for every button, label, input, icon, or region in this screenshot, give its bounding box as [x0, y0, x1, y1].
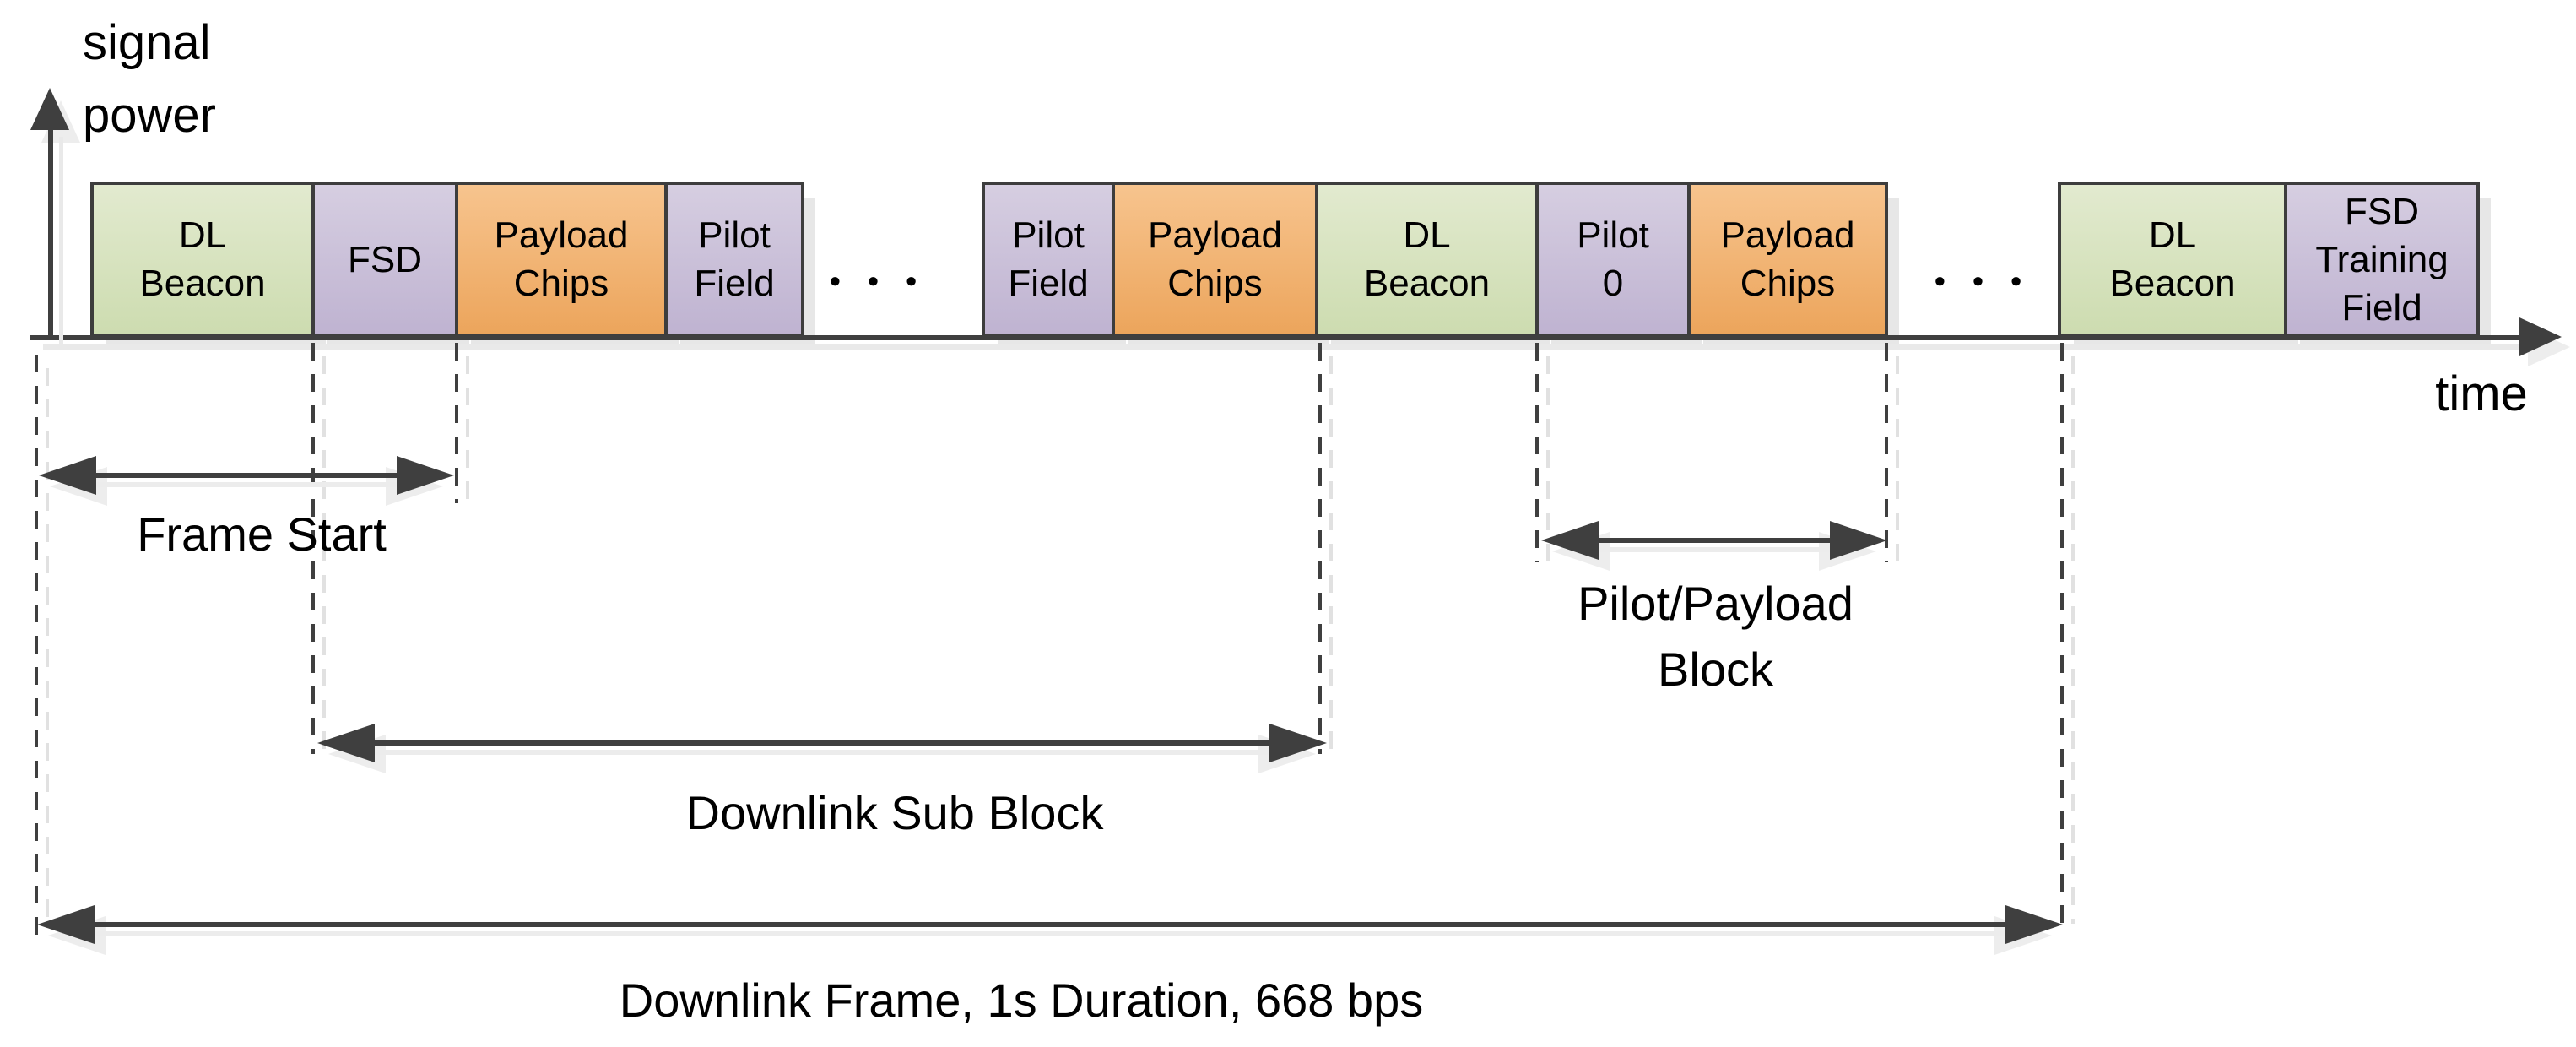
segment-dl-beacon-2: DL Beacon — [1315, 182, 1539, 337]
arrow-line — [86, 473, 407, 478]
time-axis-arrowhead-icon — [2519, 317, 2562, 356]
downlink-frame-label: Downlink Frame, 1s Duration, 668 bps — [619, 974, 1424, 1027]
guide-pilot-payload-end — [1885, 343, 1899, 567]
segment-dl-beacon-1: DL Beacon — [90, 182, 315, 337]
guide-sub-block-end — [1318, 343, 1333, 754]
guide-fsd-end — [455, 343, 469, 511]
arrowhead-right-icon — [397, 456, 454, 495]
pilot-payload-block-label: Pilot/Payload Block — [1578, 577, 1854, 696]
downlink-sub-block-label: Downlink Sub Block — [685, 786, 1104, 839]
frame-start-arrow — [39, 456, 454, 506]
ellipsis-dots-left: ● ● ● — [829, 269, 928, 292]
arrow-shadow — [1595, 547, 1833, 552]
segment-fsd: FSD — [311, 182, 458, 337]
arrowhead-right-icon — [1269, 724, 1327, 762]
arrow-shadow — [371, 750, 1273, 755]
arrow-shadow — [93, 482, 400, 487]
frame-start-label: Frame Start — [137, 507, 387, 561]
segment-payload-chips-3: Payload Chips — [1687, 182, 1888, 337]
guide-frame-start — [35, 355, 49, 937]
downlink-frame-arrow — [37, 905, 2063, 955]
time-axis-shadow — [43, 344, 2538, 350]
x-axis-label: time — [2435, 366, 2528, 421]
guide-pilot0-start — [1535, 343, 1550, 567]
segment-fsd-training-field: FSD Training Field — [2284, 182, 2480, 337]
segment-pilot-field-1: Pilot Field — [664, 182, 804, 337]
arrowhead-right-icon — [1830, 521, 1887, 560]
arrow-line — [365, 740, 1280, 746]
signal-power-axis-shadow — [59, 137, 63, 348]
arrowhead-left-icon — [1541, 521, 1599, 560]
signal-power-axis-line — [48, 122, 53, 339]
arrowhead-right-icon — [2005, 905, 2063, 944]
segment-dl-beacon-3: DL Beacon — [2058, 182, 2287, 337]
ellipsis-dots-right: ● ● ● — [1934, 269, 2032, 292]
segment-payload-chips-1: Payload Chips — [455, 182, 668, 337]
arrowhead-left-icon — [317, 724, 375, 762]
arrowhead-left-icon — [37, 905, 95, 944]
signal-power-arrowhead-icon — [30, 88, 69, 130]
signal-power-axis — [30, 88, 80, 348]
time-axis-line — [30, 335, 2526, 340]
arrow-line — [1588, 538, 1840, 543]
time-axis — [30, 317, 2570, 366]
arrow-shadow — [91, 931, 2009, 936]
segment-pilot-0: Pilot 0 — [1535, 182, 1691, 337]
segment-payload-chips-2: Payload Chips — [1112, 182, 1318, 337]
arrowhead-left-icon — [39, 456, 96, 495]
segment-pilot-field-2: Pilot Field — [982, 182, 1115, 337]
y-axis-label: signal power — [83, 15, 216, 143]
guide-frame-end — [2060, 343, 2075, 934]
arrow-line — [84, 922, 2016, 927]
pilot-payload-block-arrow — [1541, 521, 1887, 571]
downlink-sub-block-arrow — [317, 724, 1327, 773]
guide-dl-beacon-end — [311, 343, 326, 754]
